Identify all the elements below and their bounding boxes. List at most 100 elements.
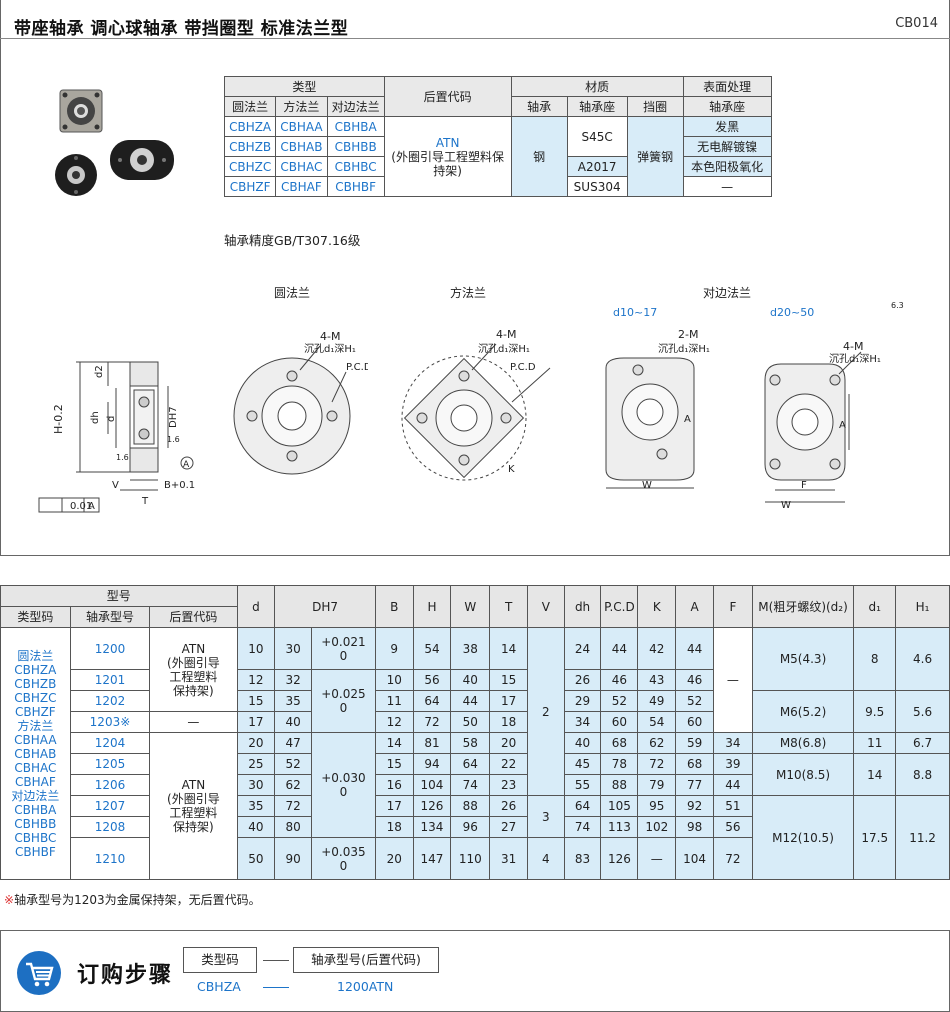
- label-dh7: DH7: [168, 406, 179, 428]
- dim-cell: 30: [236, 774, 276, 796]
- dim-cell: 81: [412, 732, 452, 754]
- dim-cell: 68: [675, 753, 715, 775]
- dim-h-typecode: 类型码: [0, 606, 71, 628]
- dim-bearing-cell: 1203※: [69, 711, 151, 733]
- dim-cell: 52: [274, 753, 313, 775]
- dim-cell: 47: [274, 732, 313, 754]
- dim-h: V: [526, 585, 565, 628]
- dim-cell: 96: [450, 816, 491, 838]
- spec-cell: CBHAA: [275, 116, 328, 137]
- dim-cell: 8.8: [895, 753, 950, 796]
- dim-cell: 40: [236, 816, 276, 838]
- order-box-bearing: 轴承型号(后置代码): [293, 947, 439, 973]
- dim-h: K: [637, 585, 677, 628]
- spec-sub: 挡圈: [626, 96, 684, 117]
- dim-cell: 88: [600, 774, 639, 796]
- dim-cell: 64: [563, 795, 602, 817]
- spec-cell: S45C: [566, 116, 628, 157]
- dim-h: W: [450, 585, 491, 628]
- footnote-mark: ※: [4, 893, 15, 907]
- dim-h: B: [374, 585, 414, 628]
- dim-cell: 38: [450, 627, 491, 670]
- dim-cell: 11.2: [895, 795, 950, 880]
- dim-cell: 17: [374, 795, 414, 817]
- dim-h: T: [489, 585, 528, 628]
- label-dh: dh: [90, 411, 101, 424]
- dim-h: DH7: [274, 585, 376, 628]
- order-connector: [263, 960, 289, 961]
- spec-cell: 弹簧钢: [626, 116, 684, 197]
- dim-cell: 68: [600, 732, 639, 754]
- dim-cell: 2: [526, 627, 565, 796]
- dim-cell: 60: [600, 711, 639, 733]
- label-w: W: [642, 480, 652, 491]
- dim-bearing-cell: 1202: [69, 690, 151, 712]
- dim-cell: 4.6: [895, 627, 950, 691]
- page-title: 带座轴承 调心球轴承 带挡圈型 标准法兰型: [14, 19, 349, 39]
- dim-cell: 24: [563, 627, 602, 670]
- dim-cell: 59: [675, 732, 715, 754]
- dim-cell: 62: [274, 774, 313, 796]
- spec-cell: CBHBF: [326, 176, 385, 197]
- dim-cell: M12(10.5): [751, 795, 855, 880]
- range-label-1: d10~17: [613, 306, 658, 319]
- dim-cell: —: [713, 627, 753, 733]
- spec-suffix-cell: ATN(外圈引导工程塑料保持架): [383, 116, 512, 197]
- spec-cell: CBHZF: [223, 176, 277, 197]
- order-title: 订购步骤: [77, 963, 174, 988]
- dim-bearing-cell: 1207: [69, 795, 151, 817]
- dim-cell: 46: [600, 669, 639, 691]
- spec-cell: CBHAC: [275, 156, 328, 177]
- spec-h-surface: 表面处理: [682, 76, 772, 97]
- spec-cell: CBHAF: [275, 176, 328, 197]
- dim-cell: 56: [412, 669, 452, 691]
- label-pcd: P.C.D: [510, 362, 536, 373]
- label-roughness: 1.6: [167, 435, 180, 444]
- spec-h-material: 材质: [510, 76, 684, 97]
- spec-cell: —: [682, 176, 772, 197]
- label-v: V: [112, 480, 119, 491]
- dim-cell: 40: [450, 669, 491, 691]
- dim-cell: 20: [374, 837, 414, 880]
- spec-cell: A2017: [566, 156, 628, 177]
- dim-cell: 6.7: [895, 732, 950, 754]
- dim-cell: M6(5.2): [751, 690, 855, 733]
- dim-cell: 40: [274, 711, 313, 733]
- dim-cell: 51: [713, 795, 753, 817]
- dim-h: P.C.D: [600, 585, 639, 628]
- dim-suffix-cell: ATN (外圈引导 工程塑料 保持架): [149, 732, 238, 880]
- dim-cell: M5(4.3): [751, 627, 855, 691]
- label-roughness: 1.6: [116, 453, 129, 462]
- dim-cell: 27: [489, 816, 528, 838]
- dim-cell: 31: [489, 837, 528, 880]
- dim-cell: 34: [563, 711, 602, 733]
- spec-cell: CBHAB: [275, 136, 328, 157]
- dim-cell: 35: [274, 690, 313, 712]
- dim-cell: 20: [489, 732, 528, 754]
- spec-sub: 轴承: [510, 96, 568, 117]
- spec-h-type: 类型: [224, 76, 385, 97]
- side-view-drawing: H-0.2 d2 dh d DH7 V B+0.1 T 0.01 A 1.6 1…: [38, 361, 195, 513]
- dim-cell: 147: [412, 837, 452, 880]
- cart-icon: [17, 951, 61, 995]
- dim-cell: 94: [412, 753, 452, 775]
- label-2m: 2-M: [678, 328, 698, 341]
- dim-cell: 44: [600, 627, 639, 670]
- dim-cell: 83: [563, 837, 602, 880]
- spec-sub: 方法兰: [275, 96, 328, 117]
- title-divider: [0, 38, 950, 39]
- dim-cell: +0.021 0: [311, 627, 376, 670]
- dim-cell: +0.030 0: [311, 732, 376, 838]
- label-k: K: [508, 464, 515, 475]
- dim-cell: 12: [236, 669, 276, 691]
- dim-cell: 8: [853, 627, 897, 691]
- dim-cell: 23: [489, 774, 528, 796]
- dim-cell: 74: [450, 774, 491, 796]
- footnote-text: 轴承型号为1203为金属保持架，无后置代码。: [14, 893, 261, 907]
- svg-text:d: d: [106, 416, 117, 422]
